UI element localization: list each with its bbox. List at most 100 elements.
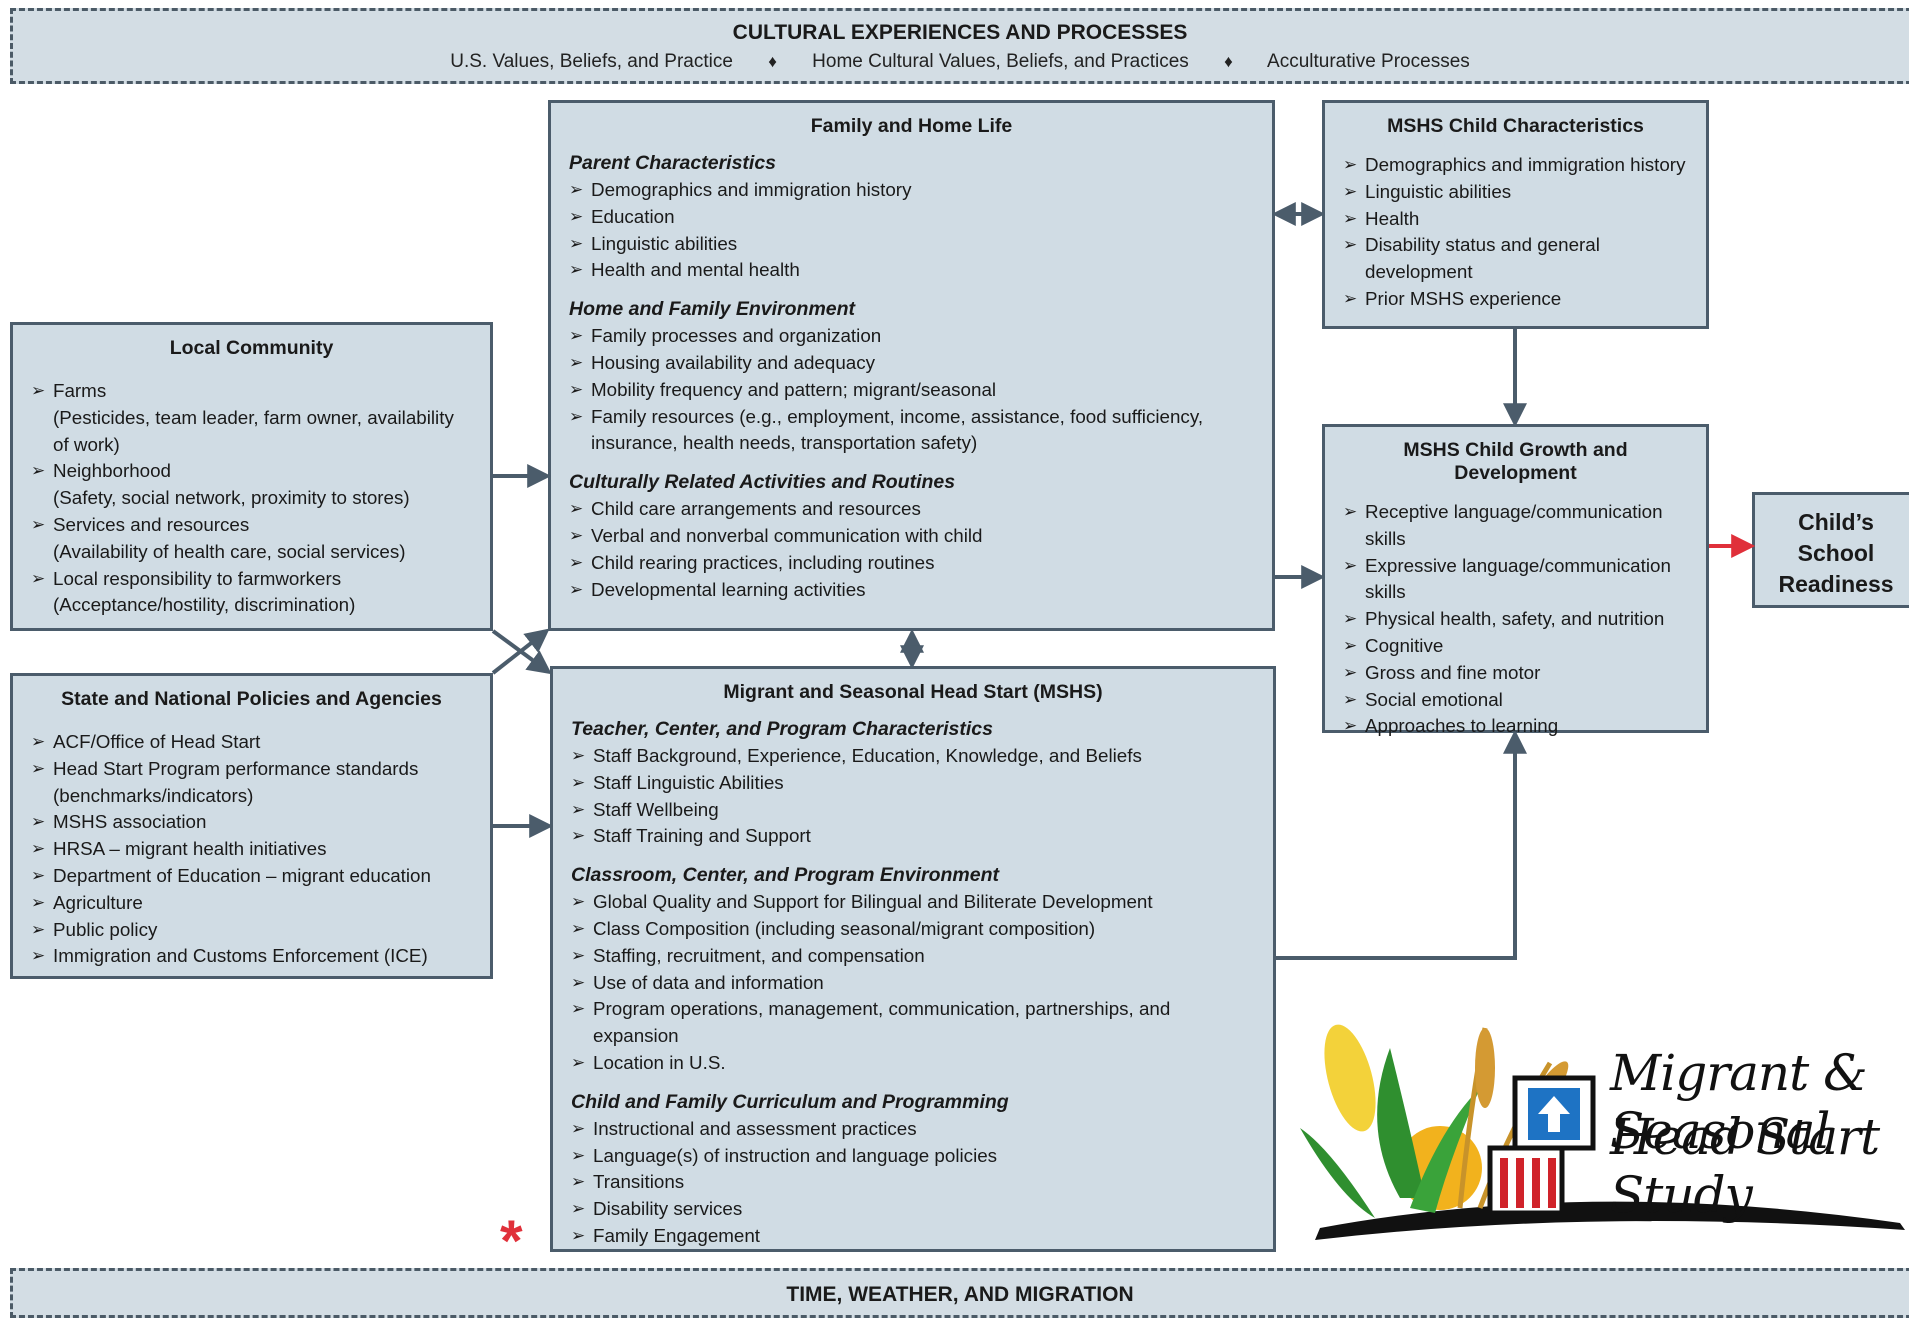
time-weather-migration-band: TIME, WEATHER, AND MIGRATION: [10, 1268, 1909, 1318]
list-item: Prior MSHS experience: [1343, 286, 1688, 313]
band-title: CULTURAL EXPERIENCES AND PROCESSES: [732, 21, 1188, 44]
list-item: Receptive language/communication skills: [1343, 499, 1688, 553]
list-item: Education: [569, 204, 1254, 231]
list-item: HRSA – migrant health initiatives: [31, 836, 472, 863]
state-national-box: State and National Policies and Agencies…: [10, 673, 493, 979]
family-home-box: Family and Home Life Parent Characterist…: [548, 100, 1275, 631]
local-community-box: Local Community Farms (Pesticides, team l…: [10, 322, 493, 631]
band-title: TIME, WEATHER, AND MIGRATION: [786, 1283, 1134, 1306]
list-item: Location in U.S.: [571, 1050, 1255, 1077]
list-item: Staff Wellbeing: [571, 797, 1255, 824]
readiness-line: School: [1797, 540, 1875, 566]
list-item: Department of Education – migrant educat…: [31, 863, 472, 890]
item-note: (Acceptance/hostility, discrimination): [53, 594, 356, 616]
box-title: MSHS Child Characteristics: [1387, 115, 1644, 137]
item-note: (Safety, social network, proximity to st…: [53, 487, 410, 509]
list-item: Child care arrangements and resources: [569, 496, 1254, 523]
list-item: Expressive language/communication skills: [1343, 553, 1688, 607]
section-list: Instructional and assessment practices L…: [571, 1116, 1255, 1250]
band-items: U.S. Values, Beliefs, and Practice ♦ Hom…: [10, 51, 1909, 73]
child-characteristics-box: MSHS Child Characteristics Demographics …: [1322, 100, 1709, 329]
item-label: Neighborhood: [53, 460, 171, 482]
box-title: Local Community: [169, 337, 334, 359]
local-community-list: Farms (Pesticides, team leader, farm owne…: [31, 378, 472, 619]
list-item: Public policy: [31, 917, 472, 944]
list-item: Demographics and immigration history: [569, 177, 1254, 204]
arrow-mshs-to-growth: [1276, 729, 1527, 960]
list-item: Housing availability and adequacy: [569, 350, 1254, 377]
list-item: Farms (Pesticides, team leader, farm owne…: [31, 378, 472, 458]
list-item: Physical health, safety, and nutrition: [1343, 606, 1688, 633]
item-label: Local responsibility to farmworkers: [53, 567, 342, 589]
list-item: Neighborhood (Safety, social network, pro…: [31, 458, 472, 512]
list-item: Family Engagement: [571, 1223, 1255, 1250]
section-title: Child and Family Curriculum and Programm…: [571, 1090, 1009, 1113]
logo-graphic: [1300, 1024, 1905, 1240]
list-item: Social emotional: [1343, 687, 1688, 714]
band-left-edge: [10, 1268, 13, 1318]
list-item: Mobility frequency and pattern; migrant/…: [569, 377, 1254, 404]
asterisk-marker: *: [500, 1209, 523, 1274]
list-item: Developmental learning activities: [569, 577, 1254, 604]
section-title: Culturally Related Activities and Routin…: [569, 471, 956, 494]
list-item: Class Composition (including seasonal/mi…: [571, 916, 1255, 943]
item-label: Farms: [53, 380, 107, 401]
list-item: Cognitive: [1343, 633, 1688, 660]
section-list: Demographics and immigration history Edu…: [569, 177, 1254, 284]
school-readiness-box: Child’s School Readiness: [1752, 492, 1909, 608]
child-characteristics-list: Demographics and immigration history Lin…: [1343, 152, 1688, 313]
list-item: Global Quality and Support for Bilingual…: [571, 889, 1255, 916]
section-list: Staff Background, Experience, Education,…: [571, 743, 1255, 850]
list-item: Family processes and organization: [569, 323, 1254, 350]
diamond-separator-icon: ♦: [768, 52, 777, 71]
child-growth-box: MSHS Child Growth and Development Recept…: [1322, 424, 1709, 740]
list-item: ACF/Office of Head Start: [31, 729, 472, 756]
section-list: Child care arrangements and resources Ve…: [569, 496, 1254, 603]
list-item: Staff Background, Experience, Education,…: [571, 743, 1255, 770]
list-item: Demographics and immigration history: [1343, 152, 1688, 179]
band-item: Acculturative Processes: [1267, 51, 1470, 72]
box-title: Family and Home Life: [810, 115, 1013, 137]
diamond-separator-icon: ♦: [1224, 52, 1233, 71]
readiness-line: Child’s: [1798, 509, 1874, 535]
list-item: Head Start Program performance standards…: [31, 756, 472, 810]
list-item: Local responsibility to farmworkers (Acce…: [31, 566, 472, 620]
child-growth-list: Receptive language/communication skills …: [1343, 499, 1688, 740]
list-item: Use of data and information: [571, 970, 1255, 997]
list-item: MSHS association: [31, 809, 472, 836]
list-item: Staff Linguistic Abilities: [571, 770, 1255, 797]
section-title: Home and Family Environment: [569, 298, 856, 321]
item-note: (Availability of health care, social ser…: [53, 540, 406, 562]
list-item: Services and resources (Availability of h…: [31, 512, 472, 566]
cultural-experiences-band: CULTURAL EXPERIENCES AND PROCESSES U.S. …: [10, 8, 1909, 84]
list-item: Disability services: [571, 1196, 1255, 1223]
list-item: Transitions: [571, 1169, 1255, 1196]
list-item: Verbal and nonverbal communication with …: [569, 523, 1254, 550]
list-item: Immigration and Customs Enforcement (ICE…: [31, 943, 472, 970]
arrow-cross-policies-to-family: [491, 628, 550, 675]
box-title: State and National Policies and Agencies: [61, 688, 442, 710]
section-list: Family processes and organization Housin…: [569, 323, 1254, 457]
list-item: Staffing, recruitment, and compensation: [571, 943, 1255, 970]
band-item: Home Cultural Values, Beliefs, and Pract…: [812, 51, 1189, 72]
item-note: (Pesticides, team leader, farm owner, av…: [53, 406, 454, 455]
state-national-list: ACF/Office of Head Start Head Start Prog…: [31, 729, 472, 970]
list-item: Linguistic abilities: [1343, 179, 1688, 206]
list-item: Staff Training and Support: [571, 823, 1255, 850]
list-item: Gross and fine motor: [1343, 660, 1688, 687]
band-left-edge: [10, 8, 13, 84]
list-item: Agriculture: [31, 890, 472, 917]
readiness-line: Readiness: [1778, 571, 1894, 597]
list-item: Language(s) of instruction and language …: [571, 1143, 1255, 1170]
list-item: Disability status and general developmen…: [1343, 232, 1688, 286]
box-title: MSHS Child Growth and Development: [1403, 439, 1628, 484]
list-item: Program operations, management, communic…: [571, 996, 1255, 1050]
list-item: Health and mental health: [569, 257, 1254, 284]
band-item: U.S. Values, Beliefs, and Practice: [450, 51, 733, 72]
list-item: Instructional and assessment practices: [571, 1116, 1255, 1143]
item-label: Services and resources: [53, 513, 250, 535]
box-title: Migrant and Seasonal Head Start (MSHS): [723, 681, 1103, 703]
section-list: Global Quality and Support for Bilingual…: [571, 889, 1255, 1077]
mshs-study-logo: Migrant & Seasonal Head Start Study: [1290, 1008, 1909, 1240]
list-item: Linguistic abilities: [569, 231, 1254, 258]
